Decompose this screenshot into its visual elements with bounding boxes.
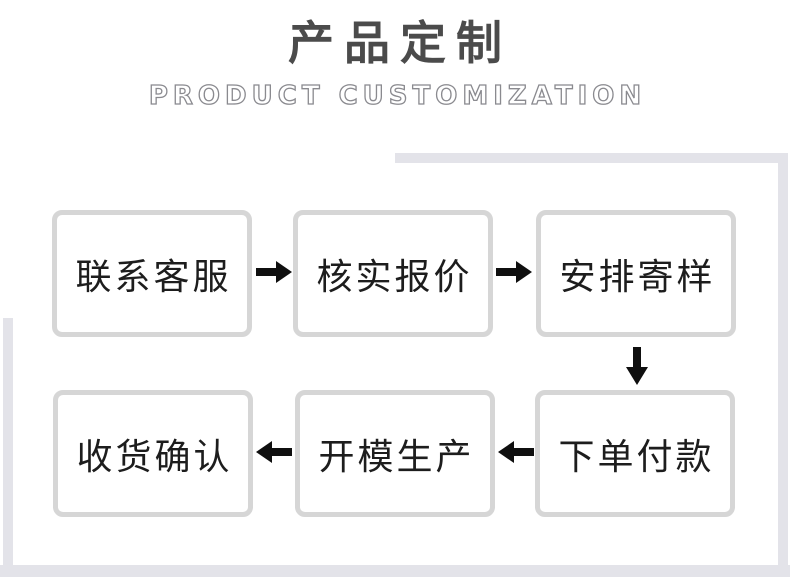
decorative-line-bottom xyxy=(0,565,790,577)
flow-step-label: 下单付款 xyxy=(558,436,715,477)
decorative-line-top-right xyxy=(395,153,788,163)
flow-step-confirm-receipt: 收货确认 xyxy=(53,390,253,517)
arrow-left-icon xyxy=(498,440,534,464)
page-title: 产品定制 xyxy=(288,18,512,69)
arrow-left-icon xyxy=(256,440,292,464)
flow-step-order-payment: 下单付款 xyxy=(535,390,735,517)
flow-step-label: 联系客服 xyxy=(75,256,232,297)
decorative-line-right xyxy=(778,153,788,565)
decorative-line-left xyxy=(3,318,13,565)
arrow-right-icon xyxy=(496,260,532,284)
flow-step-verify-quote: 核实报价 xyxy=(293,210,493,337)
arrow-down-icon xyxy=(625,347,649,385)
flow-step-contact-service: 联系客服 xyxy=(52,210,252,337)
page-subtitle: PRODUCT CUSTOMIZATION xyxy=(148,81,647,111)
flow-step-label: 安排寄样 xyxy=(559,256,716,297)
flow-step-label: 开模生产 xyxy=(318,436,475,477)
flow-step-mold-production: 开模生产 xyxy=(295,390,495,517)
flow-step-arrange-sample: 安排寄样 xyxy=(536,210,736,337)
arrow-right-icon xyxy=(256,260,292,284)
flow-step-label: 核实报价 xyxy=(316,256,473,297)
flow-step-label: 收货确认 xyxy=(76,436,233,477)
